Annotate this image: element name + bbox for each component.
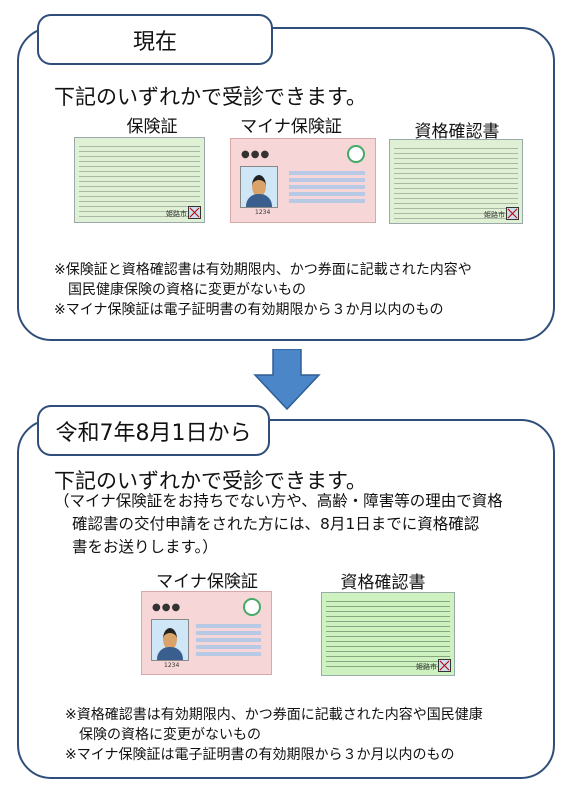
card-dots: ●●●	[241, 149, 271, 160]
card-caption-my-number: マイナ保険証	[240, 117, 342, 137]
future-subtext: （マイナ保険証をお持ちでない方や、高齢・障害等の理由で資格 確認書の交付申請をさ…	[54, 490, 503, 559]
future-subtext-line-1: （マイナ保険証をお持ちでない方や、高齢・障害等の理由で資格	[54, 492, 503, 510]
card-caption-health-insurance: 保険証	[126, 117, 178, 137]
photo-tag: 1234	[255, 209, 271, 216]
portrait-icon	[240, 166, 278, 208]
future-note-2: 保険の資格に変更がないもの	[79, 727, 261, 743]
photo-tag: 1234	[164, 662, 180, 669]
emblem-icon	[347, 145, 365, 163]
card-caption-eligibility: 資格確認書	[414, 122, 500, 142]
future-panel	[17, 419, 555, 779]
issuer-label: 姫路市	[416, 663, 437, 671]
card-caption-eligibility: 資格確認書	[340, 573, 426, 593]
my-number-card-icon: ●●● 1234	[230, 138, 376, 223]
future-tab-label: 令和7年8月1日から	[37, 405, 270, 456]
current-headline: 下記のいずれかで受診できます。	[54, 85, 367, 109]
portrait-icon	[151, 619, 189, 661]
cross-seal-icon	[188, 206, 201, 219]
my-number-card-icon: ●●● 1234	[141, 591, 272, 675]
future-notes: ※資格確認書は有効期限内、かつ券面に記載された内容や国民健康 保険の資格に変更が…	[65, 705, 483, 765]
future-subtext-line-2: 確認書の交付申請をされた方には、8月1日までに資格確認	[72, 515, 480, 533]
future-note-1: ※資格確認書は有効期限内、かつ券面に記載された内容や国民健康	[65, 707, 483, 723]
current-note-3: ※マイナ保険証は電子証明書の有効期限から３か月以内のもの	[54, 302, 444, 318]
cross-seal-icon	[506, 207, 519, 220]
future-note-3: ※マイナ保険証は電子証明書の有効期限から３か月以内のもの	[65, 747, 455, 763]
down-arrow-icon	[253, 349, 321, 411]
eligibility-certificate-card-icon: 姫路市	[321, 592, 455, 676]
issuer-label: 姫路市	[166, 210, 187, 218]
emblem-icon	[243, 598, 261, 616]
card-caption-my-number: マイナ保険証	[156, 572, 258, 592]
issuer-label: 姫路市	[484, 211, 505, 219]
current-notes: ※保険証と資格確認書は有効期限内、かつ券面に記載された内容や 国民健康保険の資格…	[54, 260, 472, 320]
cross-seal-icon	[438, 659, 451, 672]
eligibility-certificate-card-icon: 姫路市	[389, 139, 523, 224]
future-subtext-line-3: 書をお送りします。）	[72, 538, 218, 556]
current-note-1: ※保険証と資格確認書は有効期限内、かつ券面に記載された内容や	[54, 262, 472, 278]
current-note-2: 国民健康保険の資格に変更がないもの	[68, 282, 306, 298]
card-dots: ●●●	[152, 602, 182, 613]
health-insurance-card-icon: 姫路市	[74, 137, 205, 223]
future-headline: 下記のいずれかで受診できます。	[54, 469, 367, 493]
current-tab-label: 現在	[37, 14, 273, 65]
